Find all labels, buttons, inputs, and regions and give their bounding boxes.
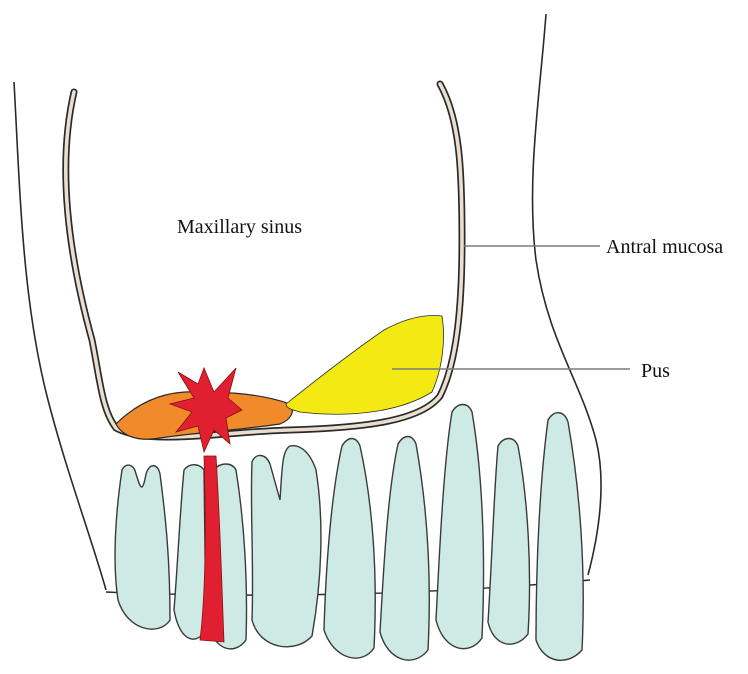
label-maxillary-sinus: Maxillary sinus	[177, 216, 302, 239]
tooth-6	[380, 437, 429, 661]
label-antral-mucosa: Antral mucosa	[606, 236, 723, 259]
pus-collection	[286, 316, 444, 415]
teeth-row	[115, 405, 583, 661]
tooth-7	[436, 405, 484, 649]
tooth-5	[324, 439, 375, 659]
tooth-4	[251, 446, 321, 647]
label-pus: Pus	[641, 360, 670, 383]
tooth-1	[115, 465, 170, 629]
tooth-9	[536, 413, 583, 661]
tooth-2	[174, 465, 206, 639]
tooth-8	[488, 439, 530, 645]
